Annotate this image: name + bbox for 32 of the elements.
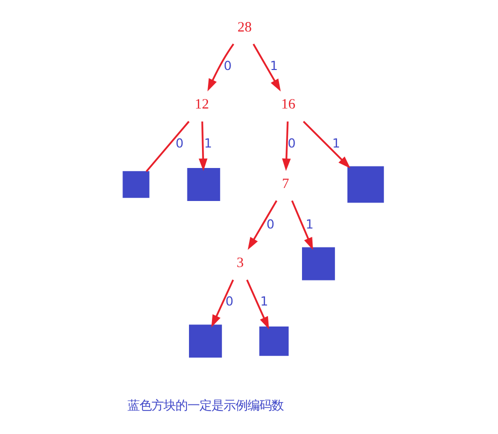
node-text: 12: [194, 96, 208, 113]
edge-label: 0: [225, 294, 233, 309]
node-text: 28: [236, 19, 252, 36]
arrow: [210, 280, 234, 328]
edge-label: 0: [266, 216, 274, 232]
arrow: [198, 121, 207, 172]
edge-label: 1: [332, 135, 340, 150]
node-text: 3: [236, 255, 244, 272]
node-box: [122, 171, 149, 198]
edge-label: 0: [287, 135, 296, 150]
edge-label: 1: [305, 216, 314, 232]
edge-label: 0: [223, 58, 232, 73]
connector: [145, 120, 190, 172]
node-box: [186, 168, 220, 201]
edge-label: 0: [175, 135, 184, 150]
edge-label: 1: [270, 58, 278, 73]
node-text: 16: [280, 96, 295, 113]
node-box: [302, 247, 334, 280]
arrow: [282, 121, 290, 172]
arrow: [246, 280, 269, 330]
arrow: [252, 44, 280, 92]
node-box: [258, 326, 288, 356]
edge-label: 1: [204, 135, 212, 150]
arrow: [247, 200, 277, 250]
arrow: [207, 44, 234, 92]
node-text: 7: [281, 176, 289, 192]
arrow: [290, 200, 313, 250]
edge-label: 1: [260, 294, 268, 309]
arrow: [302, 120, 350, 168]
node-box: [346, 166, 384, 203]
node-box: [188, 324, 222, 358]
label: 蓝色方块的一定是示例编码数: [126, 398, 283, 412]
